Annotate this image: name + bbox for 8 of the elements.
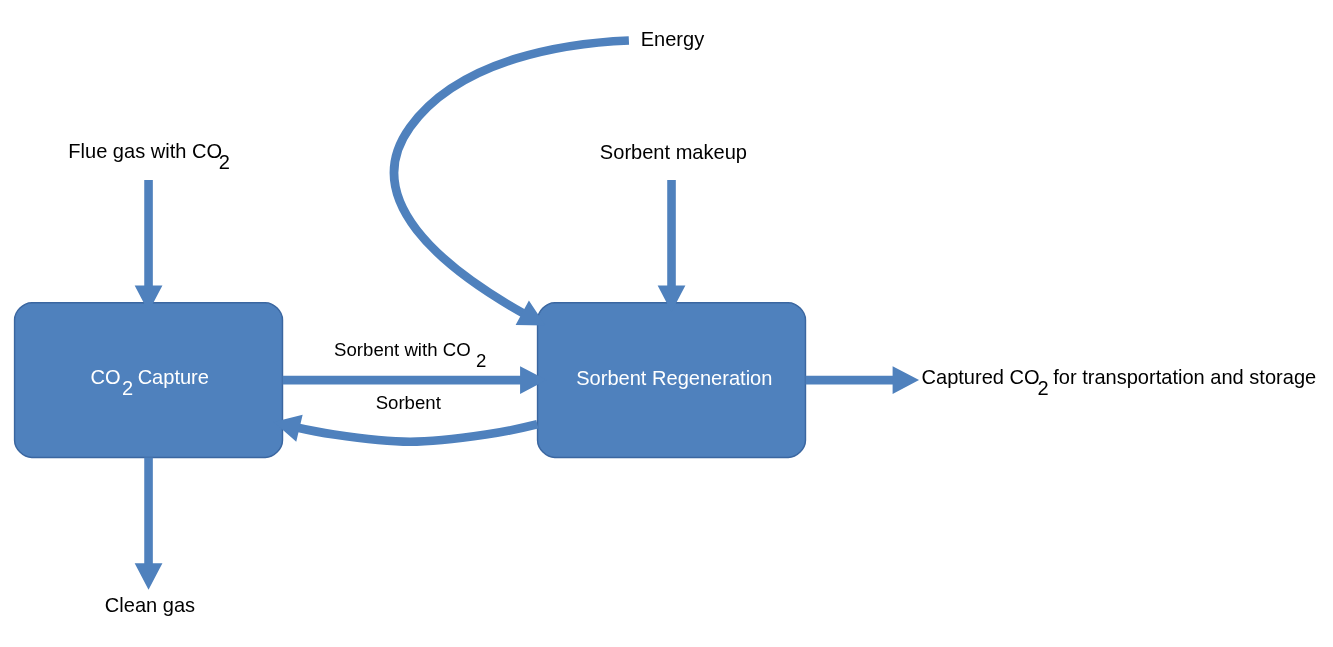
node-text: Clean gas bbox=[104, 593, 196, 616]
node-box: Sorbent Regeneration bbox=[536, 302, 807, 459]
node-text: Sorbent makeup bbox=[599, 141, 747, 164]
arrow bbox=[805, 366, 920, 394]
edge-label: Sorbent bbox=[375, 392, 441, 414]
arrow bbox=[390, 36, 630, 326]
arrow bbox=[134, 457, 163, 590]
node-text: Energy bbox=[640, 27, 705, 50]
